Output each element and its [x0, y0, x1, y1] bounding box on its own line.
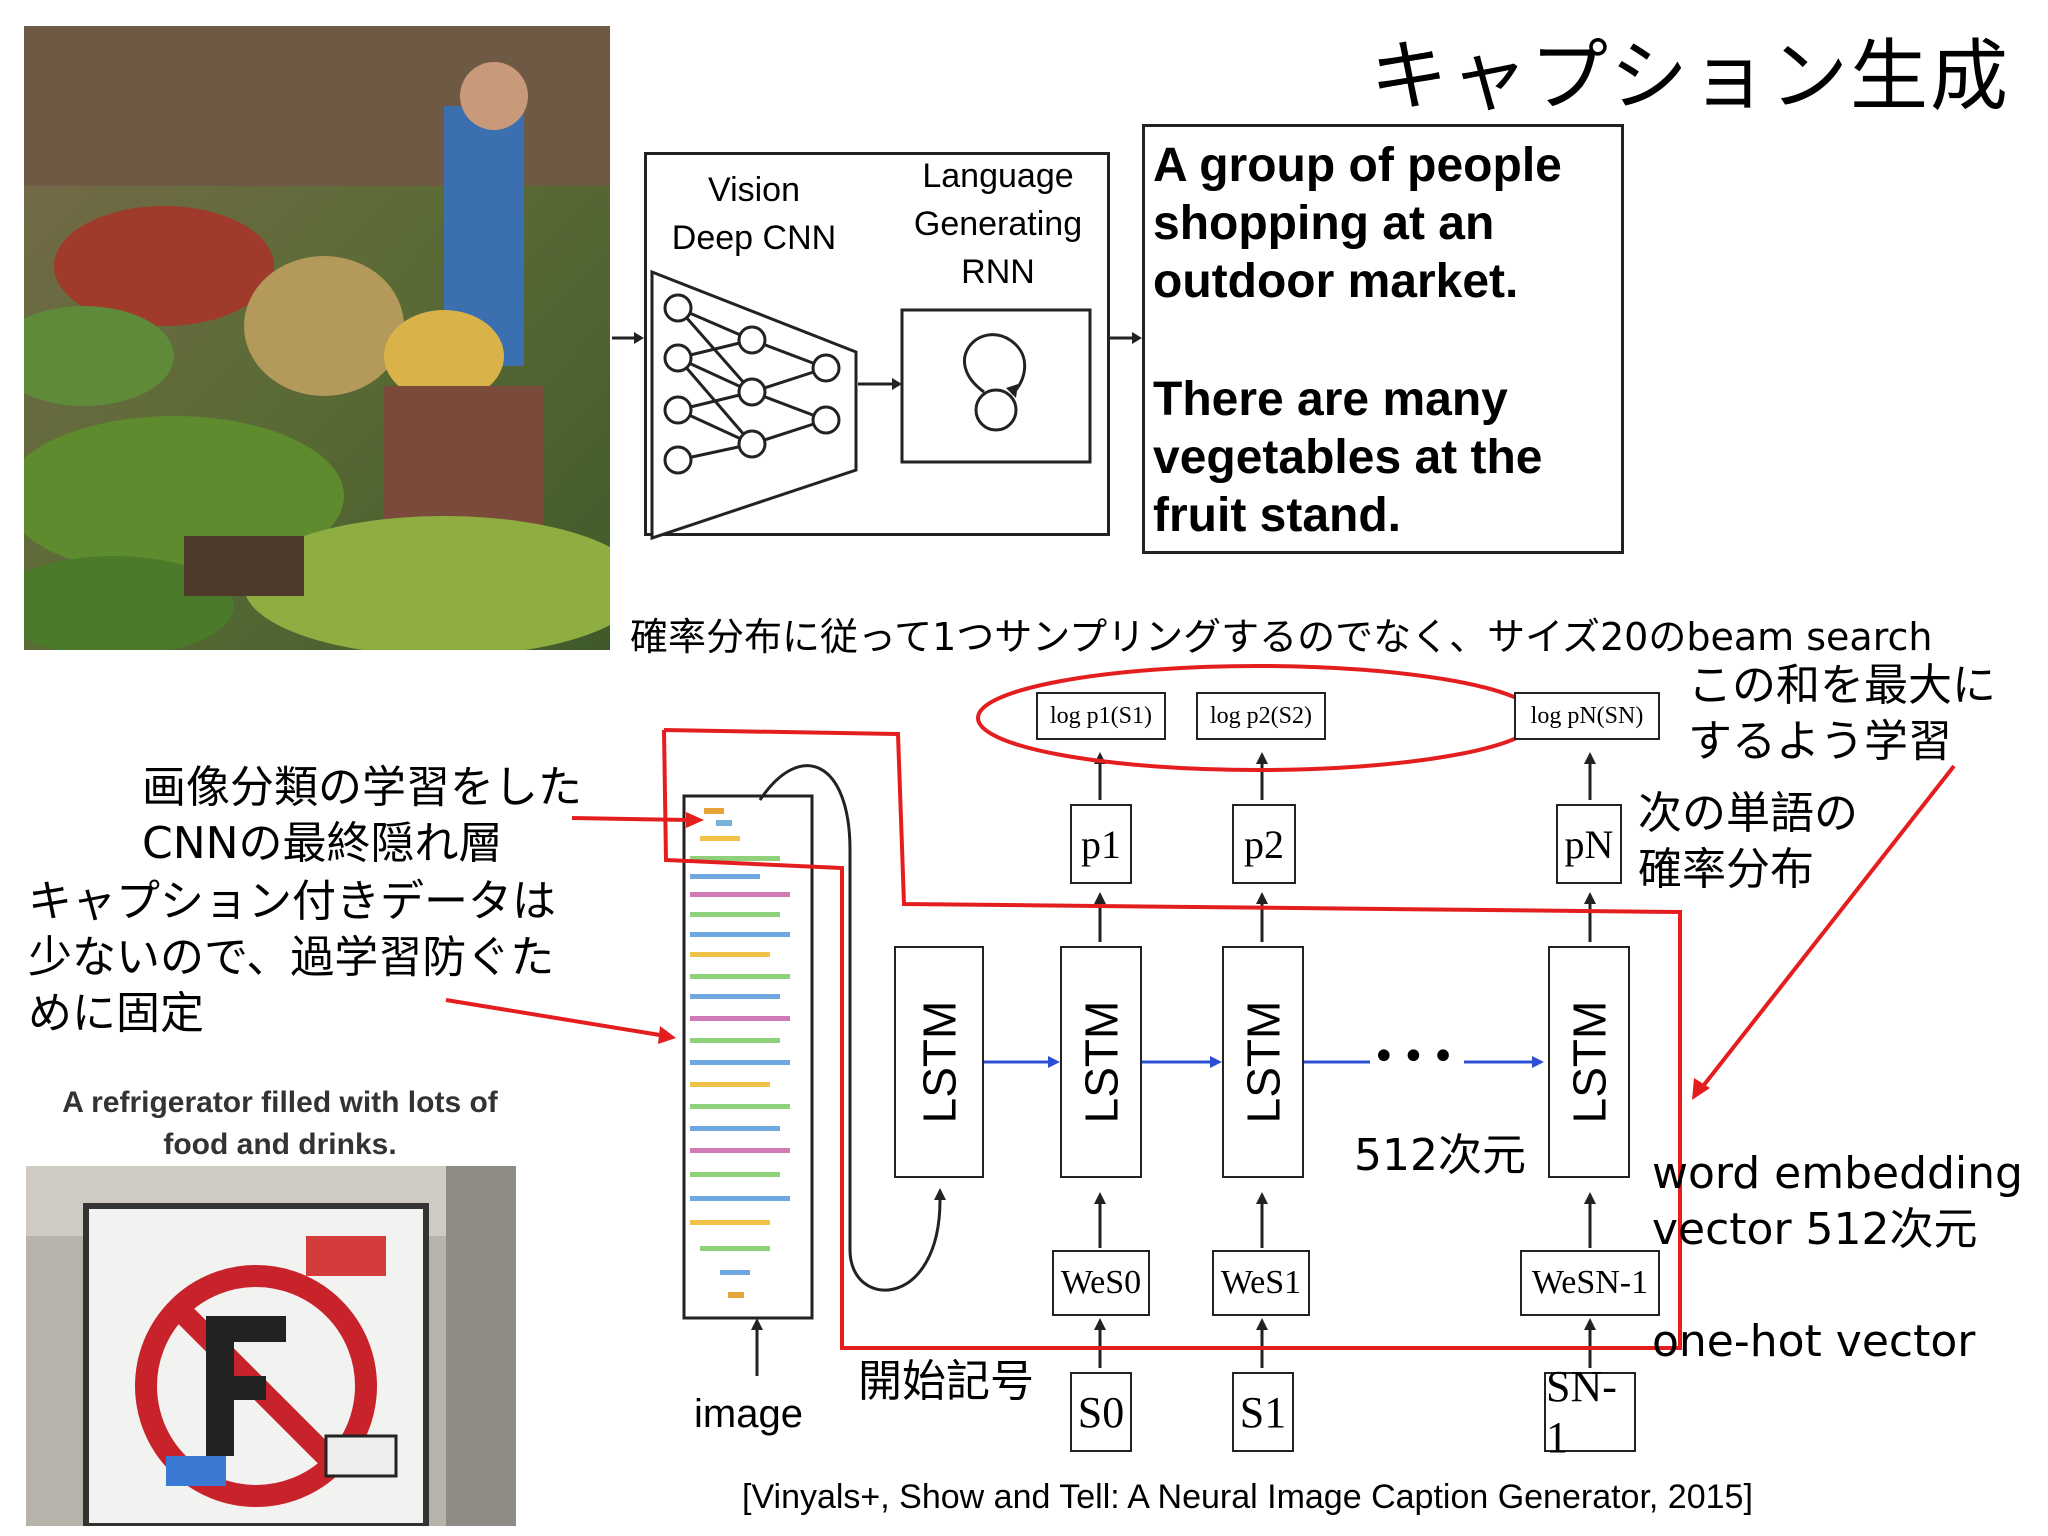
logp-box-2: log p2(S2): [1196, 692, 1326, 740]
p-box-2: p2: [1232, 804, 1296, 884]
page-title: キャプション生成: [1370, 32, 2011, 122]
beam-search-note: 確率分布に従って1つサンプリングするのでなく、サイズ20のbeam search: [630, 615, 1933, 659]
next-word-dist-note: 次の単語の 確率分布: [1638, 788, 1858, 895]
reference-citation: [Vinyals+, Show and Tell: A Neural Image…: [742, 1478, 1753, 1516]
lstm-cell-n: LSTM: [1548, 946, 1630, 1178]
caption-line: vegetables at the: [1153, 431, 1543, 484]
s-box-n: SN-1: [1544, 1362, 1636, 1462]
s-box-1: S1: [1232, 1372, 1294, 1452]
generated-caption-box: A group of people shopping at an outdoor…: [1142, 124, 1624, 554]
fridge-caption: A refrigerator filled with lots of food …: [62, 1086, 498, 1161]
language-rnn-label: Language Generating RNN: [913, 157, 1083, 291]
sequence-ellipsis: •••: [1372, 1034, 1461, 1080]
market-photo: [24, 26, 610, 650]
lstm-cell-1: LSTM: [1060, 946, 1142, 1178]
p-box-1: p1: [1070, 804, 1132, 884]
caption-line: There are many: [1153, 373, 1508, 426]
cnn-last-hidden-note: 画像分類の学習をした CNNの最終隠れ層: [142, 762, 582, 869]
image-label: image: [694, 1392, 803, 1436]
caption-line: shopping at an: [1153, 197, 1495, 250]
maximize-sum-note: この和を最大に するよう学習: [1688, 660, 1996, 767]
lstm-cell-initial: LSTM: [894, 946, 984, 1178]
we-box-2: WeS1: [1212, 1250, 1310, 1316]
lstm-dim-note: 512次元: [1354, 1130, 1526, 1181]
fixed-weights-note: キャプション付きデータは 少ないので、過学習防ぐた めに固定: [28, 876, 556, 1039]
caption-line: A group of people: [1153, 139, 1562, 192]
cnn-layers-graphic: [690, 808, 790, 1298]
caption-line: fruit stand.: [1153, 489, 1401, 542]
start-symbol-note: 開始記号: [858, 1356, 1034, 1407]
sign-photo: [26, 1166, 516, 1526]
word-embedding-note: word embedding vector 512次元: [1652, 1148, 2023, 1255]
one-hot-note: one-hot vector: [1652, 1316, 1976, 1367]
s-box-0: S0: [1070, 1372, 1132, 1452]
logp-box-1: log p1(S1): [1036, 692, 1166, 740]
we-box-n: WeSN-1: [1520, 1250, 1660, 1316]
p-box-n: pN: [1556, 804, 1622, 884]
logp-box-n: log pN(SN): [1514, 692, 1660, 740]
lstm-cell-2: LSTM: [1222, 946, 1304, 1178]
vision-cnn-label: Vision Deep CNN: [671, 171, 837, 257]
we-box-1: WeS0: [1052, 1250, 1150, 1316]
caption-line: outdoor market.: [1153, 255, 1519, 308]
